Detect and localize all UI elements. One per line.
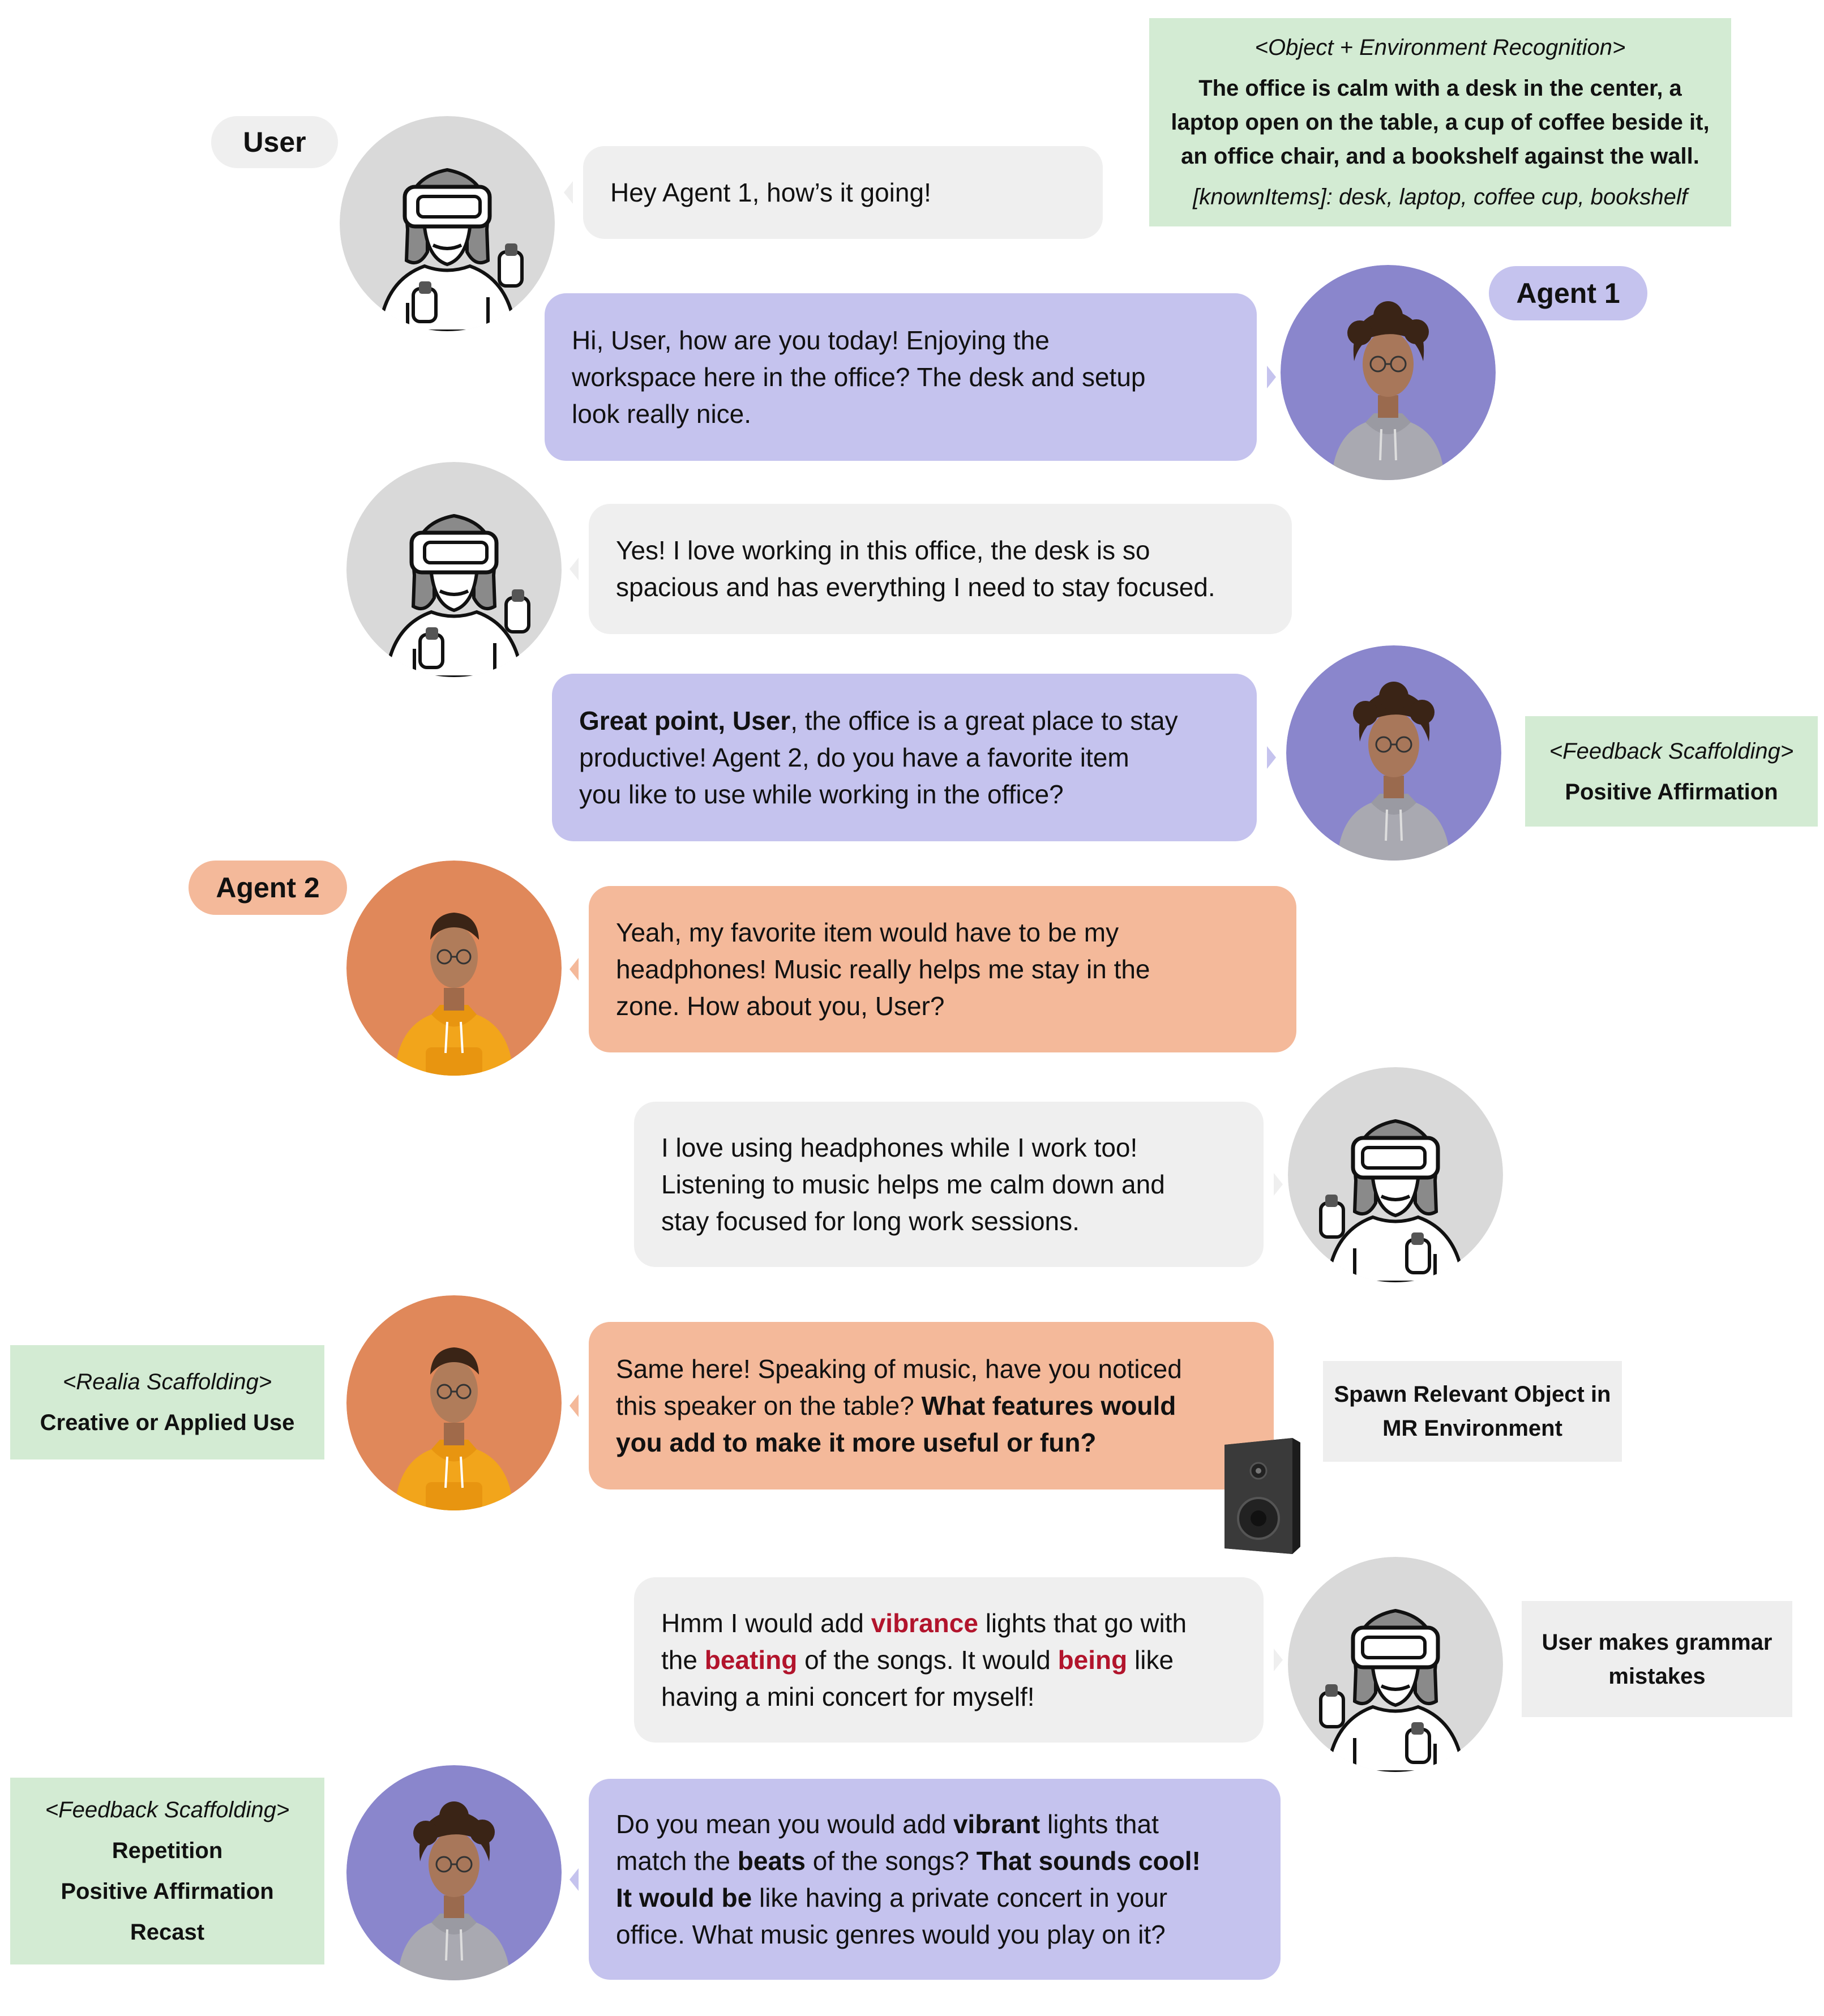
note-line: MR Environment: [1382, 1416, 1562, 1441]
message-bold-span: It would be: [616, 1882, 752, 1912]
agent1-avatar: [346, 1765, 562, 1980]
environment-recognition-note: <Object + Environment Recognition> The o…: [1149, 18, 1731, 226]
message-user-4: Hmm I would add vibrance lights that go …: [634, 1577, 1283, 1743]
speaker-object-image: [1214, 1438, 1305, 1554]
spawn-object-note: Spawn Relevant Object in MR Environment: [1323, 1361, 1622, 1462]
note-item: Creative or Applied Use: [40, 1410, 295, 1435]
message-bold-span: beats: [737, 1846, 806, 1876]
message-agent2-1: Yeah, my favorite item would have to be …: [570, 886, 1296, 1052]
speaker-label-agent2: Agent 2: [189, 861, 347, 915]
message-text: Hey Agent 1, how’s it going!: [610, 177, 931, 207]
message-bold-span: What features would: [921, 1390, 1176, 1420]
known-items: [knownItems]: desk, laptop, coffee cup, …: [1193, 185, 1688, 209]
agent2-avatar: [346, 1295, 562, 1510]
message-agent1-2: Great point, User, the office is a great…: [552, 674, 1276, 841]
message-span: Hmm I would add: [661, 1608, 871, 1638]
note-heading: <Realia Scaffolding>: [62, 1369, 272, 1394]
message-agent2-2: Same here! Speaking of music, have you n…: [570, 1322, 1274, 1489]
message-line: zone. How about you, User?: [616, 991, 945, 1021]
user-avatar: [346, 462, 562, 677]
message-line: Hi, User, how are you today! Enjoying th…: [572, 325, 1050, 355]
feedback-scaffolding-note: <Feedback Scaffolding> Repetition Positi…: [10, 1778, 324, 1964]
message-bold-line: you add to make it more useful or fun?: [616, 1427, 1097, 1457]
message-user-3: I love using headphones while I work too…: [634, 1102, 1283, 1267]
message-bold-span: Great point, User: [579, 705, 791, 735]
message-span: of the songs. It would: [797, 1645, 1058, 1675]
message-line: I love using headphones while I work too…: [661, 1132, 1138, 1162]
note-item: Positive Affirmation: [61, 1879, 274, 1904]
note-heading: <Object + Environment Recognition>: [1254, 35, 1626, 60]
grammar-error-span: vibrance: [871, 1608, 978, 1638]
message-line: stay focused for long work sessions.: [661, 1206, 1080, 1236]
message-line: workspace here in the office? The desk a…: [572, 362, 1146, 392]
note-item: Repetition: [112, 1838, 223, 1863]
grammar-mistakes-note: User makes grammar mistakes: [1522, 1601, 1792, 1717]
message-line: productive! Agent 2, do you have a favor…: [579, 742, 1129, 772]
note-line: laptop open on the table, a cup of coffe…: [1171, 110, 1710, 135]
message-agent1-1: Hi, User, how are you today! Enjoying th…: [545, 293, 1276, 461]
realia-scaffolding-note: <Realia Scaffolding> Creative or Applied…: [10, 1345, 324, 1459]
agent2-avatar: [346, 861, 562, 1076]
user-avatar: [1288, 1557, 1503, 1772]
message-line: Yeah, my favorite item would have to be …: [616, 917, 1119, 947]
message-span: like having a private concert in your: [752, 1882, 1168, 1912]
message-line: look really nice.: [572, 399, 752, 429]
message-span: the: [661, 1645, 705, 1675]
note-heading: <Feedback Scaffolding>: [1549, 738, 1794, 764]
message-span: Do you mean you would add: [616, 1809, 953, 1839]
grammar-error-span: beating: [704, 1645, 798, 1675]
message-line: Same here! Speaking of music, have you n…: [616, 1354, 1182, 1384]
user-avatar: [340, 116, 555, 331]
message-span: lights that go with: [978, 1608, 1187, 1638]
message-line: headphones! Music really helps me stay i…: [616, 954, 1150, 984]
message-line: you like to use while working in the off…: [579, 779, 1064, 809]
note-heading: <Feedback Scaffolding>: [45, 1797, 290, 1822]
message-agent1-3: Do you mean you would add vibrant lights…: [570, 1779, 1281, 1980]
agent1-avatar: [1286, 645, 1501, 861]
note-line: Spawn Relevant Object in: [1334, 1382, 1611, 1407]
message-span: like: [1127, 1645, 1174, 1675]
feedback-scaffolding-note: <Feedback Scaffolding> Positive Affirmat…: [1525, 716, 1818, 827]
message-span: match the: [616, 1846, 738, 1876]
speaker-label-user: User: [211, 116, 338, 168]
message-line: spacious and has everything I need to st…: [616, 572, 1215, 602]
message-bold-span: That sounds cool!: [976, 1846, 1201, 1876]
message-line: Yes! I love working in this office, the …: [616, 536, 1150, 565]
message-span: of the songs?: [805, 1846, 977, 1876]
note-line: mistakes: [1608, 1663, 1706, 1689]
message-bold-span: vibrant: [953, 1809, 1041, 1839]
message-span: , the office is a great place to stay: [790, 705, 1178, 735]
note-line: User makes grammar: [1542, 1629, 1772, 1655]
message-line: office. What music genres would you play…: [616, 1919, 1166, 1949]
note-item: Positive Affirmation: [1565, 779, 1778, 804]
message-span: lights that: [1040, 1809, 1159, 1839]
grammar-error-span: being: [1057, 1645, 1128, 1675]
note-line: The office is calm with a desk in the ce…: [1198, 76, 1682, 101]
message-line: having a mini concert for myself!: [661, 1681, 1035, 1711]
user-avatar: [1288, 1067, 1503, 1282]
message-user-2: Yes! I love working in this office, the …: [570, 504, 1292, 634]
message-user-1: Hey Agent 1, how’s it going!: [564, 146, 1103, 239]
speaker-label-agent1: Agent 1: [1489, 266, 1647, 320]
note-item: Recast: [130, 1920, 205, 1945]
message-span: this speaker on the table?: [616, 1390, 922, 1420]
message-line: Listening to music helps me calm down an…: [661, 1169, 1165, 1199]
agent1-avatar: [1281, 265, 1496, 480]
note-line: an office chair, and a bookshelf against…: [1181, 144, 1699, 169]
